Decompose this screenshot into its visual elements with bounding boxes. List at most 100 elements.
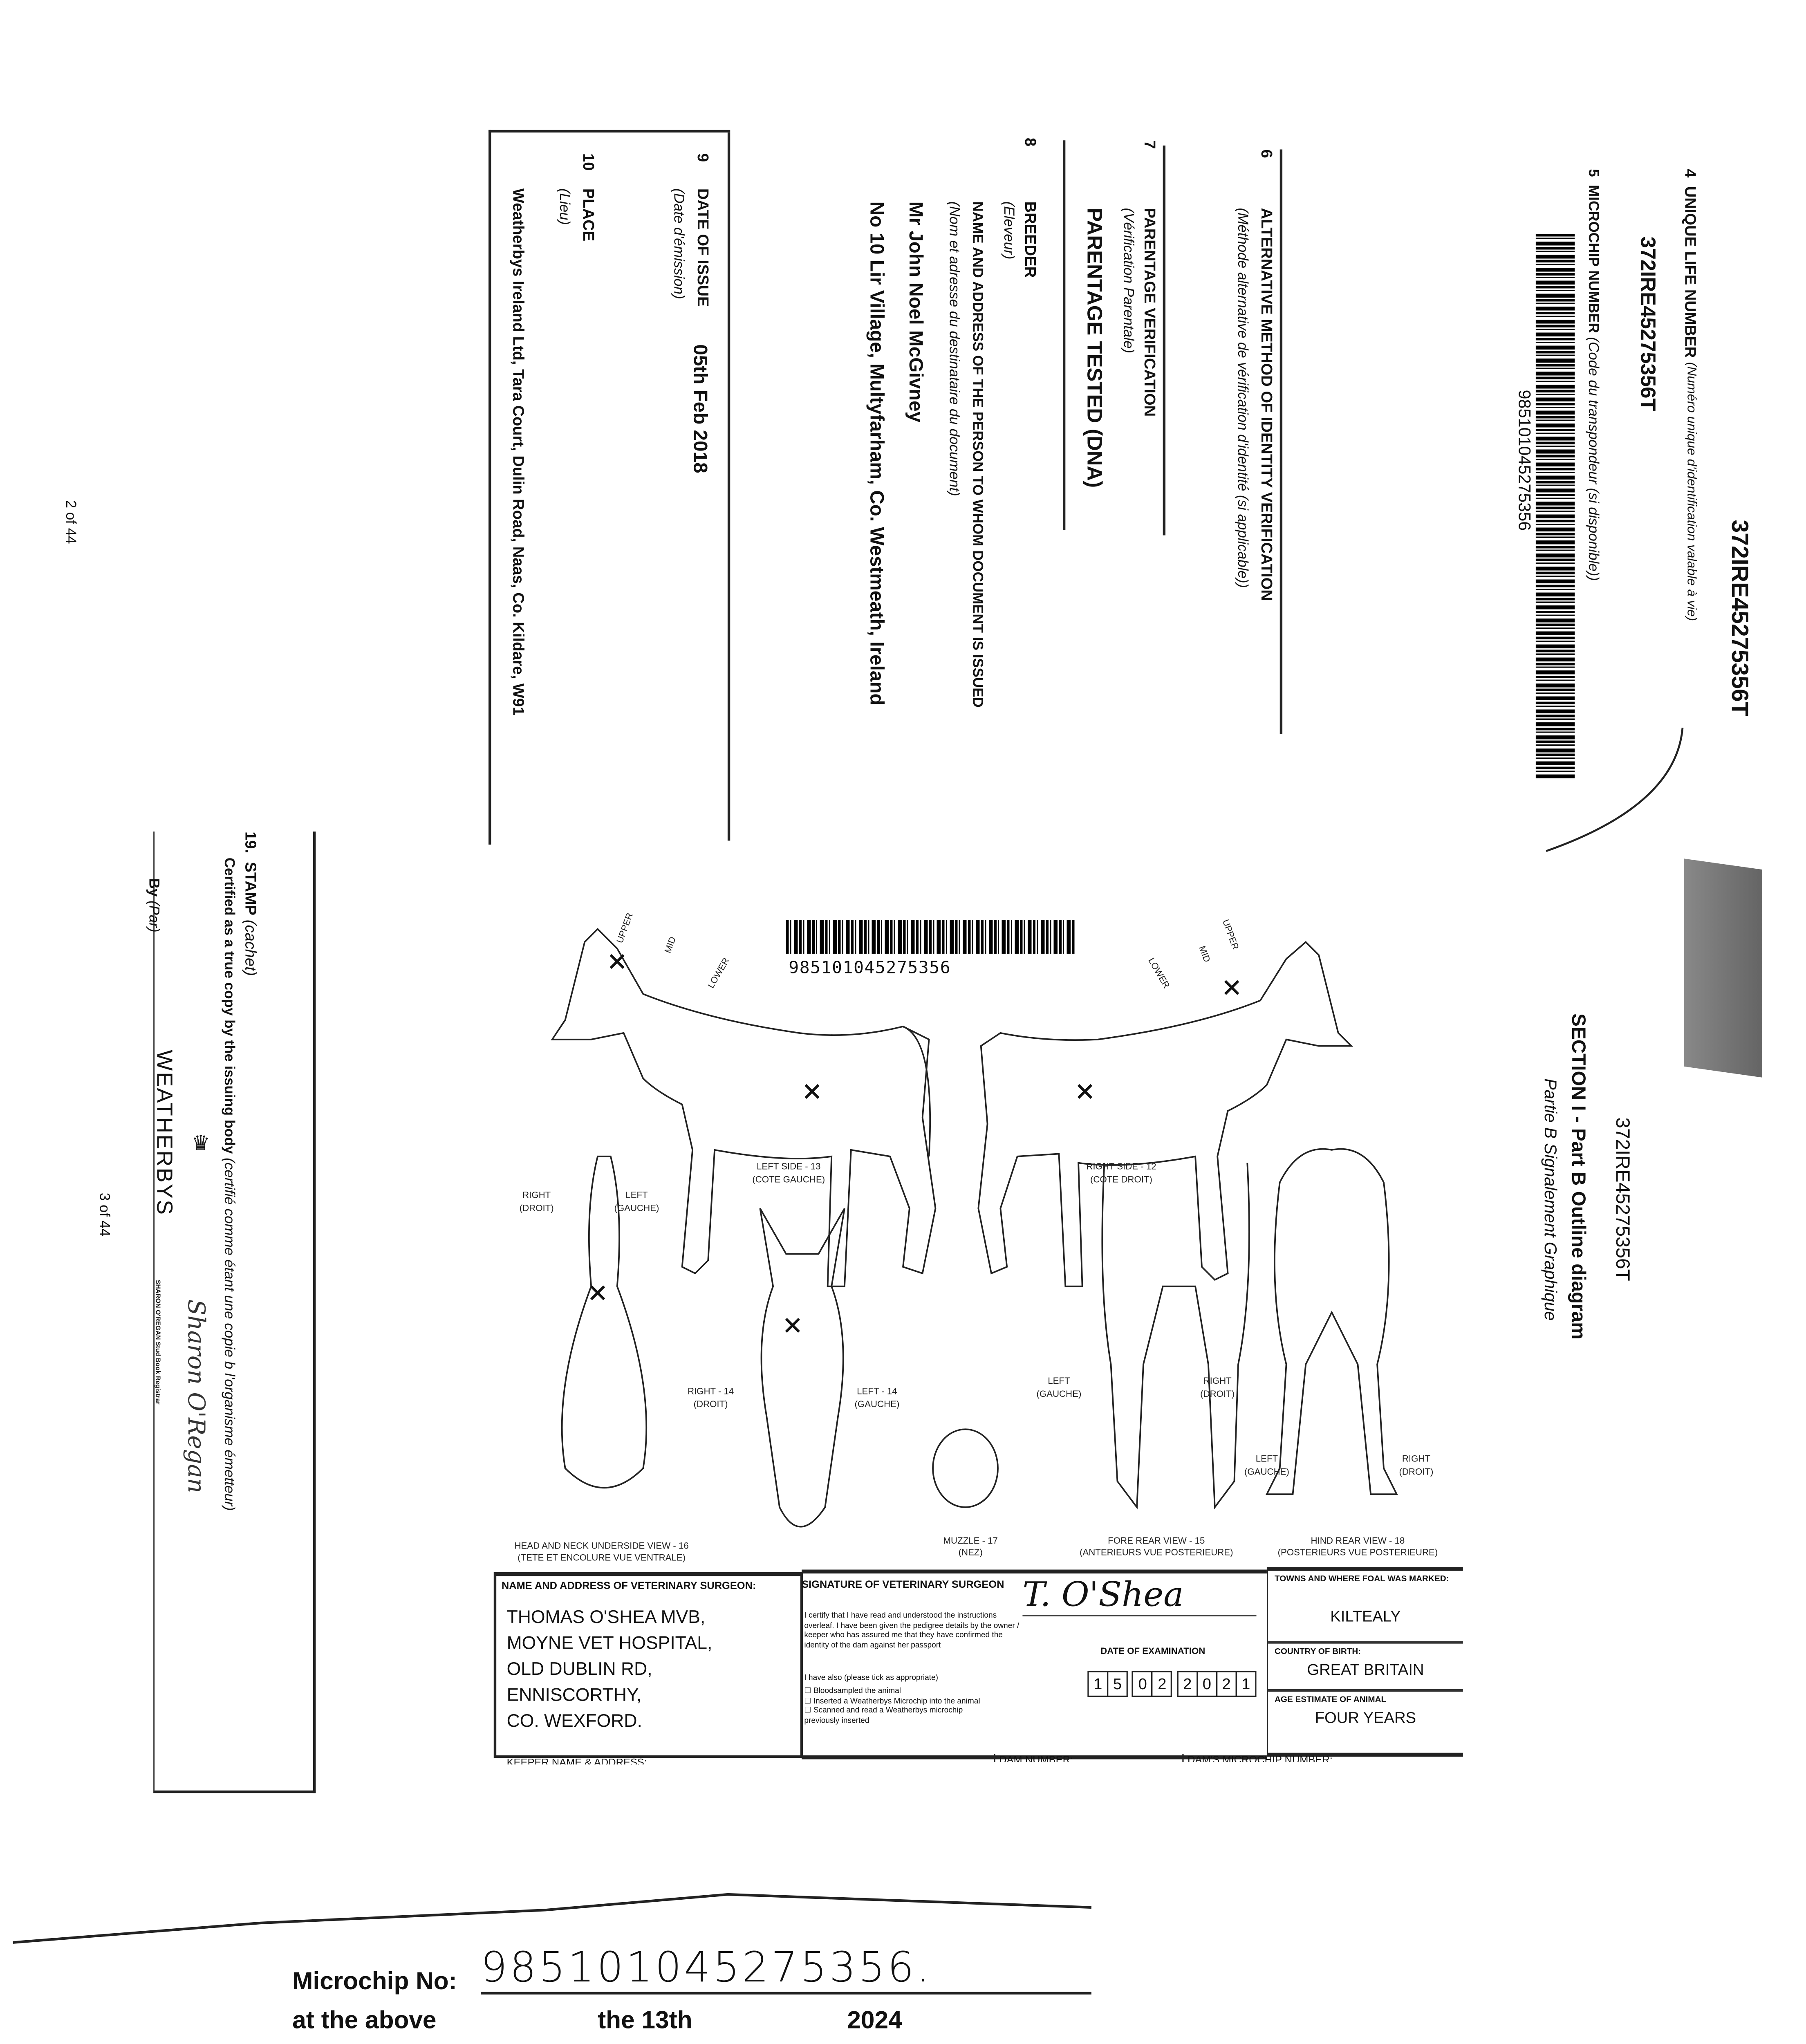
field-number: 5 <box>1585 169 1601 177</box>
field8-label-fr: (Eleveur) <box>1000 201 1016 260</box>
certify-text: I certify that I have read and understoo… <box>804 1612 1020 1650</box>
dam-chip-label: DAM'S MICROCHIP NUMBER: <box>1182 1754 1333 1762</box>
certified: Certified as a true copy by the issuing … <box>221 857 237 1154</box>
parentage-value: PARENTAGE TESTED (DNA) <box>1082 208 1105 488</box>
divider <box>727 132 730 841</box>
by-fr: (Par) <box>145 901 161 932</box>
hind-right-label-fr: (DROIT) <box>1399 1466 1433 1477</box>
mid-label-right: MID <box>1197 944 1212 964</box>
label-fr: (Code du transpondeur (si disponible)) <box>1585 337 1601 581</box>
upper-label-right: UPPER <box>1221 918 1241 951</box>
date-digit: 1 <box>1235 1671 1257 1697</box>
field9-label: DATE OF ISSUE <box>694 188 712 307</box>
by: By <box>145 878 161 897</box>
muzzle-outline <box>932 1428 999 1508</box>
horse-left-tail <box>903 1026 931 1156</box>
check-bloodsample[interactable]: ☐ Bloodsampled the animal <box>804 1688 901 1696</box>
stamp-box <box>153 831 316 1793</box>
box-border <box>488 130 491 845</box>
muzzle-label: MUZZLE - 17 <box>943 1535 998 1546</box>
place-value: Weatherbys Ireland Ltd, Tara Court, Duli… <box>509 188 528 716</box>
keeper-label: KEEPER NAME & ADDRESS: <box>506 1757 647 1765</box>
age-label: AGE ESTIMATE OF ANIMAL <box>1275 1695 1387 1705</box>
vet-signature-box: SIGNATURE OF VETERINARY SURGEON T. O'She… <box>802 1569 1267 1759</box>
check-label: Scanned and read a Weatherbys microchip … <box>804 1707 963 1725</box>
fore-rear-outline <box>1101 1163 1250 1510</box>
date-digit: 2 <box>1152 1671 1173 1697</box>
scan-edge-line <box>13 1893 1091 1944</box>
address-line: CO. WEXFORD. <box>506 1710 642 1731</box>
fore-right-label-fr: (DROIT) <box>1200 1389 1235 1399</box>
check-scanned-microchip[interactable]: ☐ Scanned and read a Weatherbys microchi… <box>804 1707 963 1725</box>
microchip-barcode <box>1535 234 1575 780</box>
neck-underside-outline <box>561 1155 648 1489</box>
date-digit: 2 <box>1216 1671 1237 1697</box>
certified-fr: (certifié comme étant une copie b l'orga… <box>221 1158 237 1511</box>
hind-right-label: RIGHT <box>1402 1454 1431 1464</box>
diagram-barcode <box>786 920 1075 954</box>
fore-right-label: RIGHT <box>1203 1376 1232 1386</box>
dam-number-label: DAM NUMBER: <box>994 1754 1073 1762</box>
breeder-address: No 10 Lir Village, Multyfarham, Co. West… <box>865 201 887 706</box>
head-left-label-fr: (GAUCHE) <box>854 1399 899 1409</box>
label-fr: (cachet) <box>242 919 260 976</box>
label: UNIQUE LIFE NUMBER <box>1681 186 1700 358</box>
bottom-line-date: the 13th <box>598 2007 692 2035</box>
page-number: 2 of 44 <box>62 500 78 544</box>
head-front-outline <box>759 1208 845 1528</box>
page-header-number: 372IRE45275356T <box>1727 520 1753 716</box>
microchip-handwritten: 985101045275356. <box>481 1943 1091 1995</box>
field9-number: 9 <box>694 153 712 162</box>
head-left-label: LEFT - 14 <box>857 1386 897 1396</box>
date-digit: 0 <box>1197 1671 1217 1697</box>
horse-right-side-outline <box>977 941 1353 1287</box>
left-side-label: LEFT SIDE - 13 <box>757 1161 821 1172</box>
marking-crosses <box>590 954 1239 1333</box>
date-digit: 5 <box>1107 1671 1128 1697</box>
breeder-name: Mr John Noel McGivney <box>904 201 927 423</box>
hind-rear-outline <box>1265 1148 1398 1495</box>
hind-left-label: LEFT <box>1256 1454 1278 1464</box>
town-label: TOWNS AND WHERE FOAL WAS MARKED: <box>1275 1575 1449 1584</box>
date-digit: 0 <box>1132 1671 1153 1697</box>
upper-label: UPPER <box>614 912 635 945</box>
outline-diagram: UPPER MID LOWER UPPER MID LOWER LEFT SID… <box>514 912 1438 1563</box>
head-right-label: RIGHT - 14 <box>688 1386 734 1396</box>
right-side-label-fr: (COTE DROIT) <box>1090 1174 1152 1184</box>
label: ALTERNATIVE METHOD OF IDENTITY VERIFICAT… <box>1257 208 1276 601</box>
also-label: I have also (please tick as appropriate) <box>804 1674 939 1683</box>
vet-address: THOMAS O'SHEA MVB, MOYNE VET HOSPITAL, O… <box>496 1596 800 1741</box>
age-value: FOUR YEARS <box>1315 1708 1416 1727</box>
registrar-signature: Sharon O'Regan <box>181 1299 209 1493</box>
neck-right-label: RIGHT <box>522 1190 551 1200</box>
field8-number: 8 <box>1021 137 1040 147</box>
field10-label: PLACE <box>579 188 598 242</box>
field7-number: 7 <box>1141 140 1159 149</box>
weatherbys-crest-icon: ♛ <box>188 1130 211 1155</box>
lower-label: LOWER <box>706 956 731 990</box>
check-list: ☐ Bloodsampled the animal ☐ Inserted a W… <box>804 1688 999 1727</box>
page-number: 3 of 44 <box>96 1192 112 1237</box>
field7-label-fr: (Vérification Parentale) <box>1120 208 1136 354</box>
fore-left-label: LEFT <box>1048 1376 1070 1386</box>
field-number: 19. <box>242 831 260 854</box>
hind-view-label-fr: (POSTERIEURS VUE POSTERIEURE) <box>1278 1547 1438 1558</box>
certified-text: Certified as a true copy by the issuing … <box>221 858 236 1511</box>
check-inserted-microchip[interactable]: ☐ Inserted a Weatherbys Microchip into t… <box>804 1697 980 1706</box>
hind-left-label-fr: (GAUCHE) <box>1244 1466 1289 1477</box>
field8-sublabel-fr: (Nom et adresse du destinataire du docum… <box>946 201 962 496</box>
stamp-label: 19. STAMP (cachet) <box>242 831 260 976</box>
field4-label: 4 UNIQUE LIFE NUMBER (Numéro unique d'id… <box>1681 169 1699 621</box>
lower-label-right: LOWER <box>1146 956 1172 990</box>
field9-label-fr: (Date d'émission) <box>670 188 686 299</box>
horse-left-side-outline <box>551 928 937 1287</box>
label: MICROCHIP NUMBER <box>1585 185 1601 333</box>
box-border <box>488 130 730 133</box>
neck-left-label: LEFT <box>625 1190 648 1200</box>
label: STAMP <box>242 862 260 916</box>
label-fr: (Numéro unique d'identification valable … <box>1684 362 1698 621</box>
address-line: ENNISCORTHY, <box>506 1684 642 1705</box>
